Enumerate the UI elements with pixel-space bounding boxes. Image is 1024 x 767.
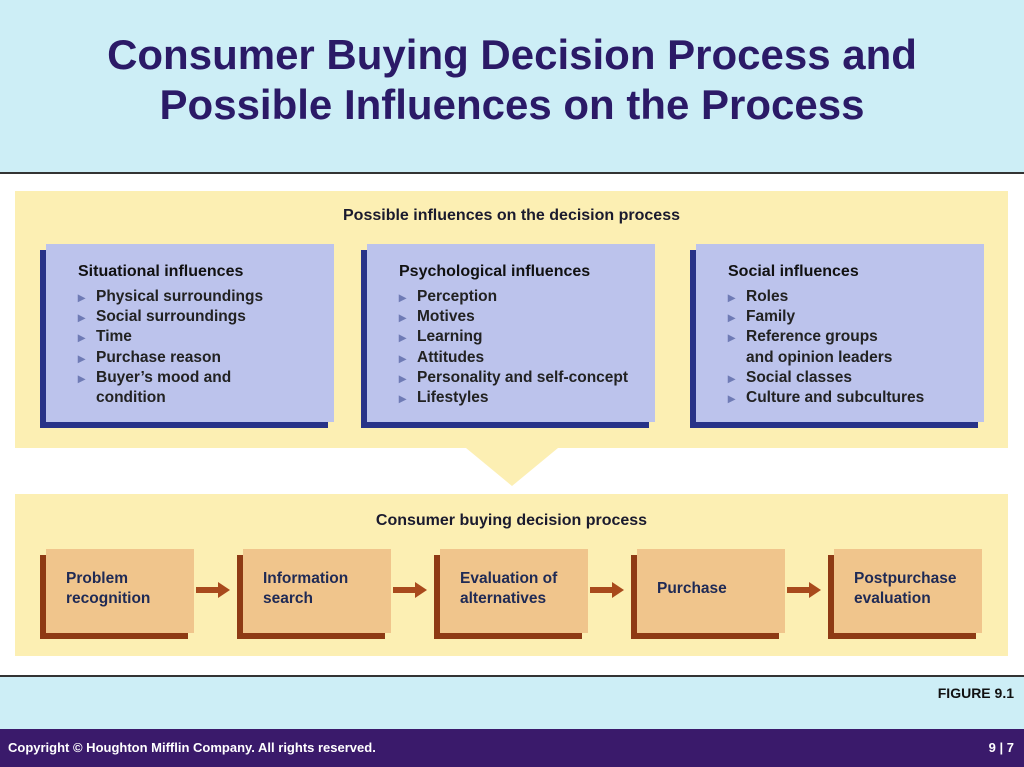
page-number: 9 | 7	[988, 740, 1014, 755]
panel-pointer-arrow	[466, 448, 558, 486]
social-influences-list: Roles Family Reference groups and opinio…	[728, 287, 924, 408]
social-influences-box: Social influences Roles Family Reference…	[696, 244, 984, 422]
title-band: Consumer Buying Decision Process and Pos…	[0, 0, 1024, 174]
situational-influences-box: Situational influences Physical surround…	[46, 244, 334, 422]
list-item: Buyer’s mood and condition	[78, 368, 263, 408]
step-label: Evaluation of alternatives	[460, 570, 558, 607]
step-problem-recognition: Problem recognition	[46, 549, 194, 633]
list-item: Lifestyles	[399, 388, 628, 408]
list-item: Social classes	[728, 368, 924, 388]
slide-title-line-1: Consumer Buying Decision Process and	[107, 31, 917, 78]
list-item: Personality and self-concept	[399, 368, 628, 388]
list-item: Time	[78, 327, 263, 347]
list-item: Reference groups and opinion leaders	[728, 327, 924, 367]
list-item: Culture and subcultures	[728, 388, 924, 408]
list-item: Perception	[399, 287, 628, 307]
step-information-search: Information search	[243, 549, 391, 633]
slide-title: Consumer Buying Decision Process and Pos…	[0, 30, 1024, 130]
situational-influences-list: Physical surroundings Social surrounding…	[78, 287, 263, 408]
step-postpurchase-evaluation: Postpurchase evaluation	[834, 549, 982, 633]
list-item: Purchase reason	[78, 348, 263, 368]
step-label: Purchase	[657, 580, 727, 597]
list-item: Physical surroundings	[78, 287, 263, 307]
figure-caption-band: FIGURE 9.1	[0, 675, 1024, 731]
list-item: Learning	[399, 327, 628, 347]
list-item: Attitudes	[399, 348, 628, 368]
psychological-influences-box: Psychological influences Perception Moti…	[367, 244, 655, 422]
box-heading: Psychological influences	[399, 263, 591, 280]
psychological-influences-list: Perception Motives Learning Attitudes Pe…	[399, 287, 628, 408]
step-label: Problem recognition	[66, 570, 151, 607]
footer-bar: Copyright © Houghton Mifflin Company. Al…	[0, 729, 1024, 767]
influences-panel-title: Possible influences on the decision proc…	[343, 207, 680, 224]
step-label: Information search	[263, 570, 349, 607]
list-item: Roles	[728, 287, 924, 307]
box-heading: Situational influences	[78, 263, 244, 280]
step-label: Postpurchase evaluation	[854, 570, 957, 607]
list-item: Motives	[399, 307, 628, 327]
figure-label: FIGURE 9.1	[937, 685, 1014, 701]
list-item: Family	[728, 307, 924, 327]
list-item: Social surroundings	[78, 307, 263, 327]
step-purchase: Purchase	[637, 549, 785, 633]
step-evaluation-of-alternatives: Evaluation of alternatives	[440, 549, 588, 633]
decision-process-panel-title: Consumer buying decision process	[375, 512, 648, 529]
slide-title-line-2: Possible Influences on the Process	[159, 81, 865, 128]
box-heading: Social influences	[728, 263, 859, 280]
copyright-text: Copyright © Houghton Mifflin Company. Al…	[8, 740, 376, 755]
